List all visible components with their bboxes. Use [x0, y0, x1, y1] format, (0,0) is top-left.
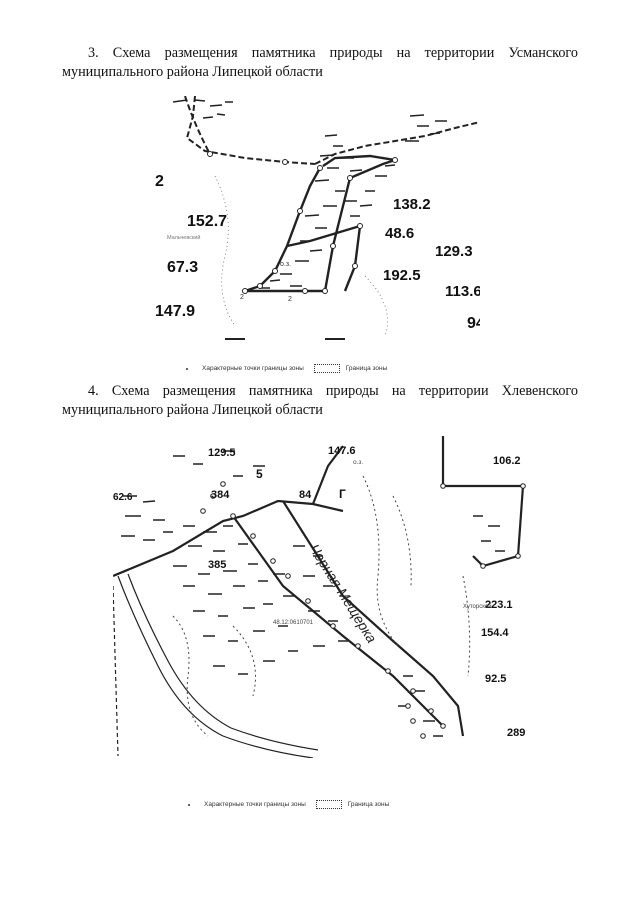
section3-heading: 3. Схема размещения памятника природы на… — [62, 44, 578, 82]
map1-label-192-5: 192.5 — [383, 267, 421, 284]
map2-river-name: Черная Мещерка — [306, 541, 380, 646]
map1-label-67-3: 67.3 — [167, 259, 198, 276]
map1-label-129-3: 129.3 — [435, 243, 473, 260]
section4-heading: 4. Схема размещения памятника природы на… — [62, 382, 578, 420]
legend-zone-label: Граница зоны — [347, 801, 390, 808]
khlevnoe-district-map: 129.5 147.6 106.2 384 5 84 385 Г 62.6 22… — [113, 436, 526, 758]
map2-contours — [172, 475, 471, 737]
usman-district-map: 2 152.7 138.2 48.6 129.3 67.3 192.5 113.… — [155, 96, 480, 340]
section4-legend: Характерные точки границы зоны Граница з… — [188, 800, 389, 809]
map2-label-384: 384 — [211, 489, 230, 501]
map1-hatching — [172, 99, 447, 289]
map1-label-place: Мальчевский — [167, 234, 201, 241]
map2-label-5: 5 — [256, 467, 263, 481]
map2-label-289: 289 — [507, 727, 525, 739]
map1-label-138-2: 138.2 — [393, 196, 431, 213]
map2-label-106-2: 106.2 — [493, 455, 521, 467]
map2-label-92-5: 92.5 — [485, 673, 506, 685]
map2-label-223-1: 223.1 — [485, 599, 513, 611]
legend-point-icon — [188, 803, 190, 806]
map2-zone-boundary — [113, 436, 525, 737]
map1-contour — [214, 175, 236, 327]
section3-heading-line1: 3. Схема размещения памятника природы на… — [88, 45, 578, 61]
map2-label-147-6: 147.6 — [328, 445, 356, 457]
map2-label-154-4: 154.4 — [481, 627, 509, 639]
map2-points — [200, 481, 526, 739]
map2-label-84: 84 — [299, 489, 312, 501]
map2-label-g: Г — [339, 487, 346, 501]
map2-label-62-6: 62.6 — [113, 492, 133, 503]
legend-zone-icon — [315, 800, 342, 809]
map2-label-385: 385 — [208, 559, 226, 571]
map2-label-hutor: Хуторской — [463, 603, 492, 610]
section3-heading-line2: муниципального района Липецкой области — [62, 64, 323, 80]
map1-points — [207, 151, 398, 294]
legend-points-label: Характерные точки границы зоны — [202, 365, 304, 372]
map2-label-oz: о.з. — [353, 459, 363, 466]
map1-label-94: 94 — [467, 315, 480, 332]
map1-zone-boundary — [244, 154, 396, 293]
section3-legend: Характерные точки границы зоны Граница з… — [186, 364, 387, 373]
map1-label-152-7: 152.7 — [187, 213, 227, 230]
legend-point-icon — [186, 367, 188, 370]
legend-zone-label: Граница зоны — [345, 365, 388, 372]
section4-heading-line1: 4. Схема размещения памятника природы на… — [88, 383, 578, 399]
map1-label-48-6: 48.6 — [385, 225, 414, 242]
section4-heading-line2: муниципального района Липецкой области — [62, 402, 323, 418]
map1-label-147-9: 147.9 — [155, 303, 195, 320]
map2-label-cadastral: 48.12:0610701 — [273, 620, 314, 626]
legend-zone-icon — [313, 364, 340, 373]
map2-label-129-5: 129.5 — [208, 447, 236, 459]
map1-label-113-6: 113.6 — [445, 283, 480, 300]
map1-label-point-2b: 2 — [288, 296, 292, 303]
map1-label-oz: о.з. — [280, 261, 291, 268]
map1-boundaries — [184, 96, 480, 165]
map1-label-2: 2 — [155, 173, 164, 190]
map1-label-point-2a: 2 — [240, 294, 244, 301]
legend-points-label: Характерные точки границы зоны — [204, 801, 306, 808]
map2-river — [113, 573, 319, 758]
